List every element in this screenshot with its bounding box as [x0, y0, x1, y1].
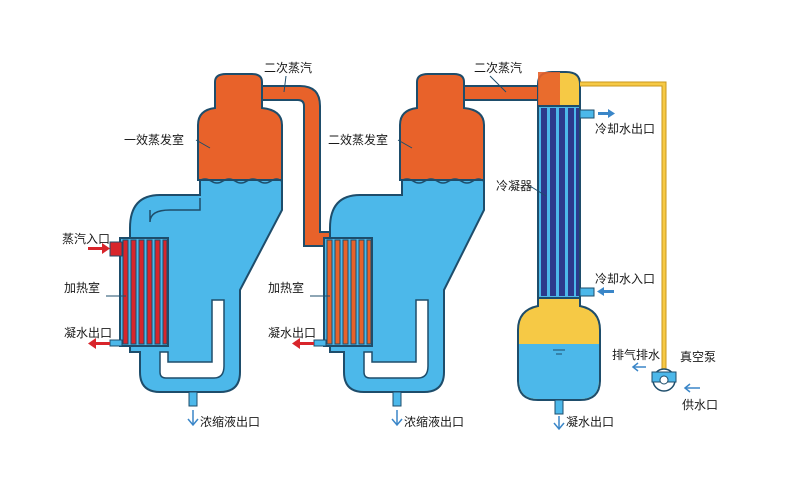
label-condenser: 冷凝器	[496, 178, 532, 193]
label-condensate-water-outlet: 凝水出口	[566, 414, 614, 429]
water-supply-arrow	[683, 383, 700, 393]
condenser-tubes	[541, 108, 579, 296]
second-concentrate-pipe	[392, 391, 402, 407]
label-secondary-steam-2: 二次蒸汽	[474, 60, 522, 75]
vacuum-pump	[651, 368, 677, 392]
condensate-outlet-1-arrow	[88, 338, 110, 349]
label-water-supply-inlet: 供水口	[682, 398, 718, 412]
second-condensate-pipe	[313, 339, 327, 347]
condenser	[517, 71, 601, 415]
label-heating-chamber-2: 加热室	[268, 280, 304, 295]
cooling-water-outlet-arrow	[598, 109, 615, 118]
label-condensate-outlet-2: 凝水出口	[268, 325, 316, 340]
concentrate-outlet-1-arrow	[187, 410, 199, 427]
label-concentrate-outlet-1: 浓缩液出口	[200, 414, 260, 429]
condensate-water-outlet-arrow	[553, 416, 565, 431]
second-effect-heating-tubes	[326, 239, 372, 345]
first-effect-downcomer-gap	[159, 299, 225, 379]
label-vacuum-pump: 真空泵	[680, 350, 716, 364]
condensate-outlet-2-arrow	[292, 338, 314, 349]
label-steam-inlet: 蒸汽入口	[62, 231, 110, 246]
label-heating-chamber-1: 加热室	[64, 280, 100, 295]
label-condensate-outlet-1: 凝水出口	[64, 325, 112, 340]
cooling-water-inlet-port	[579, 287, 595, 297]
first-effect-evaporator	[109, 73, 283, 407]
steam-inlet-pipe	[109, 241, 123, 257]
label-concentrate-outlet-2: 浓缩液出口	[404, 414, 464, 429]
label-second-effect-chamber: 二效蒸发室	[328, 132, 388, 147]
first-concentrate-pipe	[188, 391, 198, 407]
first-condensate-pipe	[109, 339, 123, 347]
exhaust-drain-arrow	[631, 362, 646, 372]
second-effect-evaporator	[313, 73, 485, 407]
steam-inlet-arrow	[88, 243, 110, 254]
second-effect-downcomer-gap	[363, 299, 429, 379]
label-first-effect-chamber: 一效蒸发室	[124, 132, 184, 147]
leader-lines	[106, 75, 547, 297]
flow-arrows	[88, 109, 700, 431]
first-effect-heating-tubes	[122, 239, 168, 345]
label-exhaust-drain: 排气排水	[612, 347, 660, 362]
label-secondary-steam-1: 二次蒸汽	[264, 60, 312, 75]
labels: 二次蒸汽 二次蒸汽 一效蒸发室 二效蒸发室 蒸汽入口 加热室 加热室 凝水出口 …	[62, 60, 718, 429]
label-cooling-water-outlet: 冷却水出口	[595, 122, 655, 136]
cooling-water-inlet-arrow	[597, 287, 614, 296]
concentrate-outlet-2-arrow	[391, 410, 403, 427]
receiver-drain-pipe	[554, 399, 564, 415]
cooling-water-outlet-port	[579, 109, 595, 119]
label-cooling-water-inlet: 冷却水入口	[595, 272, 655, 286]
